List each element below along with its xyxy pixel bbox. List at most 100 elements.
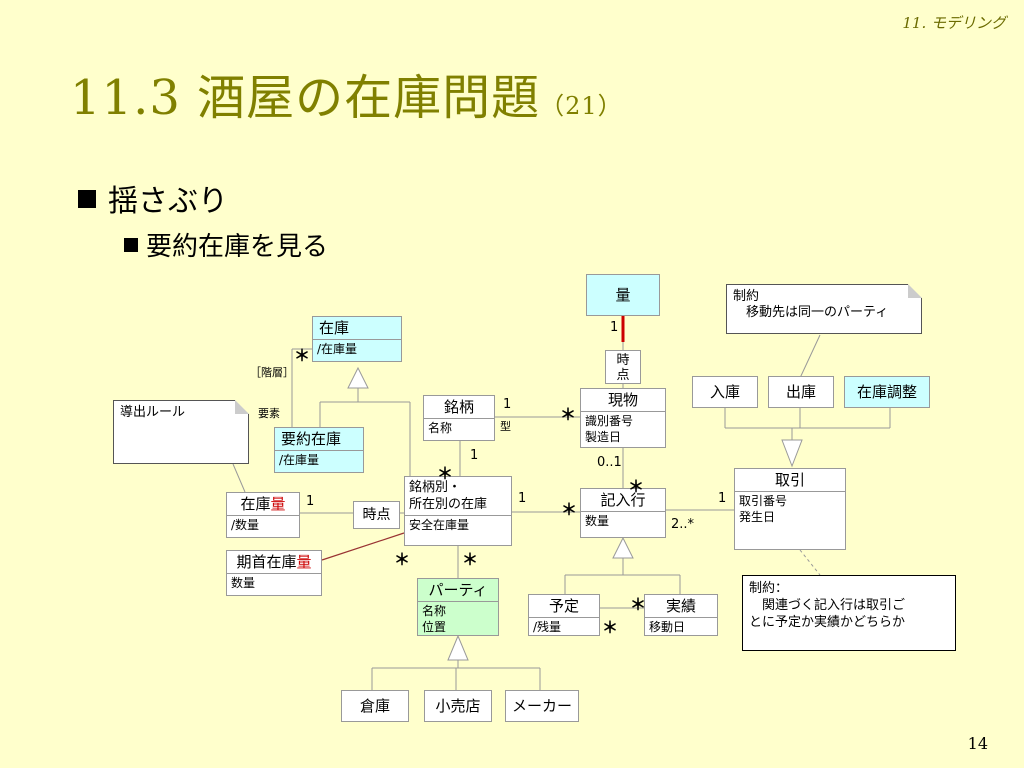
generalization-triangle-icon xyxy=(447,634,469,661)
chapter-header: 11. モデリング xyxy=(902,14,1006,32)
class-yotei[interactable]: 予定 /残量 xyxy=(528,594,600,636)
square-bullet-icon xyxy=(78,190,96,208)
multiplicity-one: 1 xyxy=(610,320,619,335)
note-link xyxy=(799,334,821,379)
class-name: 時 点 xyxy=(616,353,630,383)
class-name: 期首在庫量 xyxy=(227,551,321,574)
class-name: 在庫 xyxy=(313,317,401,340)
note-line: 導出ルール xyxy=(120,405,186,420)
red-association-line xyxy=(321,532,405,561)
note-derivation-rule: 導出ルール xyxy=(113,400,249,464)
class-attr: 移動日 xyxy=(649,620,686,634)
class-attr: 取引番号 xyxy=(739,494,788,508)
class-attr: 位置 xyxy=(422,620,447,634)
class-attr: /数量 xyxy=(231,518,260,532)
note-line: 移動先は同一のパーティ xyxy=(733,305,889,320)
class-name: 入庫 xyxy=(709,383,740,401)
class-name: 銘柄 xyxy=(424,396,494,419)
multiplicity-one: 1 xyxy=(470,448,479,463)
multiplicity-star: ＊ xyxy=(628,477,645,496)
note-link xyxy=(232,463,246,493)
class-name: 小売店 xyxy=(435,697,481,715)
class-nyuuko[interactable]: 入庫 xyxy=(692,376,758,408)
title-main: 11.3 酒屋の在庫問題 xyxy=(70,70,541,126)
label-element: 要素 xyxy=(258,407,280,420)
class-name: 実績 xyxy=(645,595,717,618)
note-constraint-party: 制約 移動先は同一のパーティ xyxy=(726,284,922,334)
multiplicity-one: 1 xyxy=(718,491,727,506)
class-name: 現物 xyxy=(581,389,665,412)
generalization-triangle-icon xyxy=(781,439,803,468)
class-attr: 名称 xyxy=(422,604,447,618)
multiplicity-star: ＊ xyxy=(560,405,577,424)
class-attr: /在庫量 xyxy=(279,453,320,467)
multiplicity-star: ＊ xyxy=(294,346,311,365)
class-meigara[interactable]: 銘柄 名称 xyxy=(423,395,495,441)
multiplicity-star: ＊ xyxy=(394,550,411,569)
slide-title: 11.3 酒屋の在庫問題（21） xyxy=(70,58,623,128)
class-kouriten[interactable]: 小売店 xyxy=(424,690,492,722)
class-attr: /在庫量 xyxy=(317,342,358,356)
class-name: 在庫量 xyxy=(227,493,299,516)
class-attr: 名称 xyxy=(428,421,453,435)
class-name: 量 xyxy=(615,286,631,304)
note-link xyxy=(799,549,821,576)
class-name: 予定 xyxy=(529,595,599,618)
multiplicity-star: ＊ xyxy=(462,550,479,569)
multiplicity-star: ＊ xyxy=(602,618,619,637)
note-line: 関連づく記入行は取引ご xyxy=(749,598,906,613)
class-maker[interactable]: メーカー xyxy=(505,690,579,722)
bullet-level2: 要約在庫を見る xyxy=(124,226,328,263)
multiplicity-star: ＊ xyxy=(630,595,647,614)
class-meigara-shozai[interactable]: 銘柄別・ 所在別の在庫 安全在庫量 xyxy=(404,476,512,546)
class-name: 時点 xyxy=(362,507,391,523)
multiplicity-two-many: 2..* xyxy=(671,517,695,532)
class-name: 要約在庫 xyxy=(275,428,363,451)
note-fold-icon xyxy=(235,400,249,414)
class-jiten-mid[interactable]: 時点 xyxy=(353,501,400,529)
label-type: 型 xyxy=(500,420,511,433)
class-name-prefix: 期首在庫 xyxy=(236,553,297,571)
class-zaiko-ryou[interactable]: 在庫量 /数量 xyxy=(226,492,300,538)
class-genbutsu[interactable]: 現物 識別番号 製造日 xyxy=(580,388,666,448)
class-name-prefix: 在庫 xyxy=(240,495,271,513)
class-kishu-zaiko-ryou[interactable]: 期首在庫量 数量 xyxy=(226,550,322,596)
bullet-level1-text: 揺さぶり xyxy=(108,184,228,219)
multiplicity-one: 1 xyxy=(306,494,315,509)
square-bullet-icon xyxy=(124,238,138,252)
class-youyaku-zaiko[interactable]: 要約在庫 /在庫量 xyxy=(274,427,364,473)
class-ryou[interactable]: 量 xyxy=(586,274,660,316)
label-hierarchy: ［階層］ xyxy=(250,366,294,379)
bullet-level2-text: 要約在庫を見る xyxy=(146,232,329,262)
class-jisseki[interactable]: 実績 移動日 xyxy=(644,594,718,636)
class-name-highlight: 量 xyxy=(296,553,312,571)
class-zaiko-chousei[interactable]: 在庫調整 xyxy=(844,376,930,408)
page-number: 14 xyxy=(967,734,988,753)
multiplicity-zero-one: 0..1 xyxy=(597,455,622,470)
multiplicity-one: 1 xyxy=(518,491,527,506)
note-constraint-torihiki: 制約： 関連づく記入行は取引ご とに予定か実績かどちらか xyxy=(742,575,956,651)
multiplicity-star: ＊ xyxy=(561,500,578,519)
generalization-triangle-icon xyxy=(612,536,634,559)
generalization-triangle-icon xyxy=(347,366,369,389)
class-attr: 数量 xyxy=(231,576,256,590)
class-attr: 識別番号 xyxy=(585,414,634,428)
class-name: 倉庫 xyxy=(359,697,390,715)
class-souko[interactable]: 倉庫 xyxy=(341,690,409,722)
class-torihiki[interactable]: 取引 取引番号 発生日 xyxy=(734,468,846,550)
note-line: 制約： xyxy=(749,581,789,596)
class-name: 記入行 xyxy=(581,489,665,512)
class-name: パーティ xyxy=(418,579,498,602)
class-attr: /残量 xyxy=(533,620,562,634)
class-zaiko[interactable]: 在庫 /在庫量 xyxy=(312,316,402,362)
class-kinyuukou[interactable]: 記入行 数量 xyxy=(580,488,666,538)
class-shukko[interactable]: 出庫 xyxy=(768,376,834,408)
class-attr: 安全在庫量 xyxy=(409,518,470,532)
note-line: 制約 xyxy=(733,289,760,304)
class-attr: 製造日 xyxy=(585,430,622,444)
class-name: 銘柄別・ 所在別の在庫 xyxy=(405,477,511,516)
class-jiten-top[interactable]: 時 点 xyxy=(605,350,641,384)
class-party[interactable]: パーティ 名称 位置 xyxy=(417,578,499,636)
title-suffix: （21） xyxy=(540,92,623,120)
